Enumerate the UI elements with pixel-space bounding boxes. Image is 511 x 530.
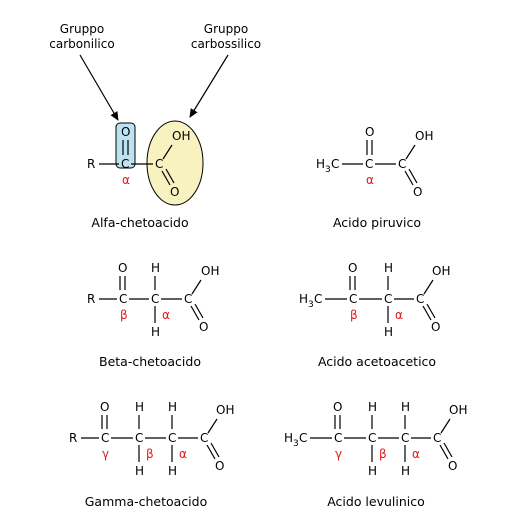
alpha-label: α: [395, 308, 403, 322]
methyl-c: C: [299, 431, 307, 445]
caption-gamma-chetoacido: Gamma-chetoacido: [85, 494, 208, 509]
hydroxyl: OH: [201, 264, 219, 278]
hydrogen-bottom-1: H: [368, 464, 377, 478]
hydrogen-bottom-2: H: [401, 464, 410, 478]
hydroxyl: OH: [172, 129, 190, 143]
oxygen-carboxyl: O: [215, 459, 224, 473]
hydroxyl: OH: [432, 264, 450, 278]
gamma-label: γ: [102, 447, 109, 461]
caption-acido-levulinico: Acido levulinico: [327, 494, 425, 509]
carbon-carboxyl: C: [184, 292, 192, 306]
oxygen-carboxyl: O: [431, 320, 440, 334]
carbon-gamma: C: [334, 431, 342, 445]
molecule-gamma-chetoacido: R O C γ H C H β H C H α C OH O Gamma-che…: [69, 400, 234, 509]
alpha-label: α: [366, 173, 374, 187]
hydrogen-bottom-1: H: [135, 464, 144, 478]
carbon-beta: C: [368, 431, 376, 445]
molecule-acido-acetoacetico: H 3 C O C β H C H α C OH O Acido acetoac…: [299, 261, 450, 369]
oxygen-carboxyl: O: [170, 185, 179, 199]
carboxyl-label-line1: Gruppo: [204, 22, 248, 36]
carbonyl-highlight: [115, 122, 136, 169]
caption-acido-piruvico: Acido piruvico: [333, 215, 421, 230]
hydrogen-top: H: [384, 261, 393, 275]
oxygen-carboxyl: O: [413, 185, 422, 199]
alpha-label: α: [179, 447, 187, 461]
hydrogen-top-1: H: [135, 400, 144, 414]
caption-alfa-chetoacido: Alfa-chetoacido: [91, 215, 188, 230]
alpha-label: α: [122, 173, 130, 187]
molecule-acido-piruvico: H 3 C O C α C OH O Acido piruvico: [316, 125, 433, 230]
beta-label: β: [146, 447, 154, 461]
r-group: R: [87, 157, 95, 171]
hydroxyl: OH: [216, 403, 234, 417]
hydroxyl: OH: [449, 403, 467, 417]
methyl-h: H: [284, 431, 293, 445]
carbon-carboxyl: C: [200, 431, 208, 445]
carbon-alpha: C: [365, 157, 373, 171]
molecule-alfa-chetoacido: Gruppo carbonilico Gruppo carbossilico R…: [49, 22, 261, 230]
carbon-carboxyl: C: [416, 292, 424, 306]
carbon-beta: C: [119, 292, 127, 306]
carbon-beta: C: [349, 292, 357, 306]
oxygen-carbonyl: O: [121, 125, 130, 139]
carbon-alpha: C: [168, 431, 176, 445]
hydrogen-top-2: H: [401, 400, 410, 414]
carbon-carboxyl: C: [433, 431, 441, 445]
alpha-label: α: [412, 447, 420, 461]
caption-acido-acetoacetico: Acido acetoacetico: [318, 354, 436, 369]
carbon-alpha: C: [384, 292, 392, 306]
carbon-carboxyl: C: [155, 157, 163, 171]
oxygen-carbonyl: O: [365, 125, 374, 139]
methyl-h: H: [299, 292, 308, 306]
carbon-alpha: C: [121, 157, 129, 171]
r-group: R: [87, 292, 95, 306]
oxygen-carboxyl: O: [199, 320, 208, 334]
methyl-c: C: [314, 292, 322, 306]
oxygen-carbonyl: O: [348, 261, 357, 275]
methyl-h: H: [316, 157, 325, 171]
carbon-alpha: C: [151, 292, 159, 306]
carbonyl-arrow: [79, 54, 119, 121]
carbonyl-label-line1: Gruppo: [60, 22, 104, 36]
carbon-carboxyl: C: [398, 157, 406, 171]
molecule-acido-levulinico: H 3 C O C γ H C H β H C H α C OH O Acido…: [284, 400, 467, 509]
hydrogen-bottom: H: [151, 325, 160, 339]
oxygen-carbonyl: O: [333, 400, 342, 414]
oxygen-carbonyl: O: [100, 400, 109, 414]
r-group: R: [69, 431, 77, 445]
beta-label: β: [379, 447, 387, 461]
carboxyl-label-line2: carbossilico: [191, 37, 261, 51]
gamma-label: γ: [335, 447, 342, 461]
methyl-sub: 3: [325, 165, 331, 175]
hydrogen-bottom: H: [384, 325, 393, 339]
oxygen-carbonyl: O: [118, 261, 127, 275]
methyl-c: C: [331, 157, 339, 171]
carbonyl-label-line2: carbonilico: [49, 37, 114, 51]
carbon-gamma: C: [101, 431, 109, 445]
hydrogen-top-2: H: [168, 400, 177, 414]
carbon-beta: C: [135, 431, 143, 445]
hydrogen-top-1: H: [368, 400, 377, 414]
molecule-beta-chetoacido: R O C β H C H α C OH O Beta-chetoacido: [87, 261, 219, 369]
carboxyl-highlight: [146, 120, 204, 206]
carbon-alpha: C: [401, 431, 409, 445]
beta-label: β: [120, 308, 128, 322]
oxygen-carboxyl: O: [448, 459, 457, 473]
hydrogen-bottom-2: H: [168, 464, 177, 478]
hydrogen-top: H: [151, 261, 160, 275]
carboxyl-arrow: [189, 54, 229, 118]
caption-beta-chetoacido: Beta-chetoacido: [99, 354, 201, 369]
beta-label: β: [350, 308, 358, 322]
methyl-sub: 3: [293, 439, 299, 449]
hydroxyl: OH: [415, 129, 433, 143]
methyl-sub: 3: [308, 300, 314, 310]
alpha-label: α: [162, 308, 170, 322]
